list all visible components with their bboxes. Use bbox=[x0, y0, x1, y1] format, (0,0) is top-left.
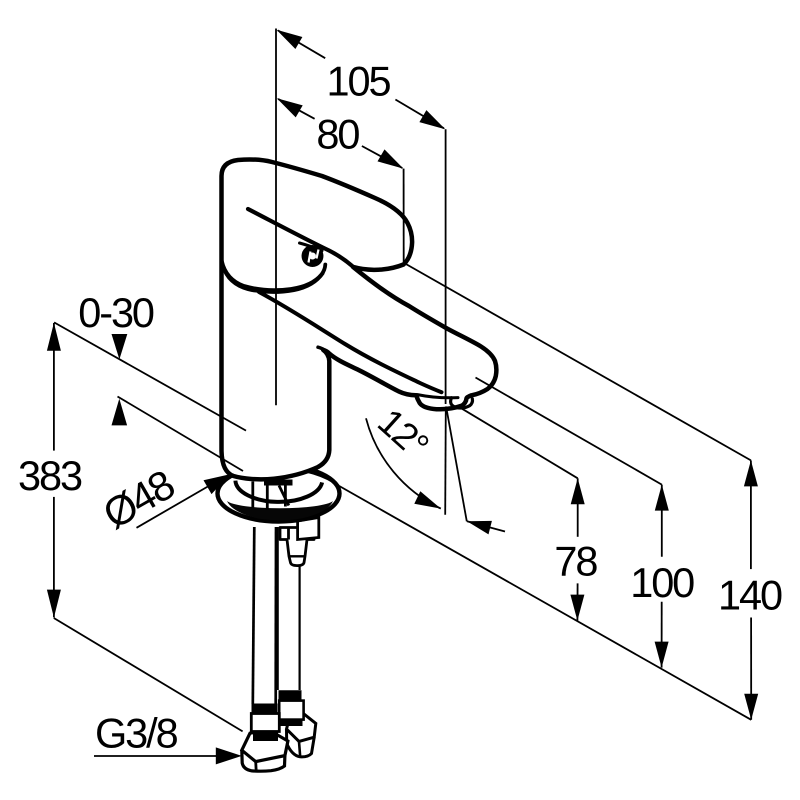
svg-text:78: 78 bbox=[554, 537, 597, 584]
svg-text:383: 383 bbox=[18, 452, 82, 499]
svg-text:100: 100 bbox=[630, 559, 694, 606]
svg-text:G3/8: G3/8 bbox=[95, 709, 178, 756]
svg-text:105: 105 bbox=[327, 57, 391, 104]
svg-text:0-30: 0-30 bbox=[78, 289, 154, 336]
svg-text:80: 80 bbox=[316, 111, 359, 158]
svg-text:140: 140 bbox=[718, 572, 782, 619]
